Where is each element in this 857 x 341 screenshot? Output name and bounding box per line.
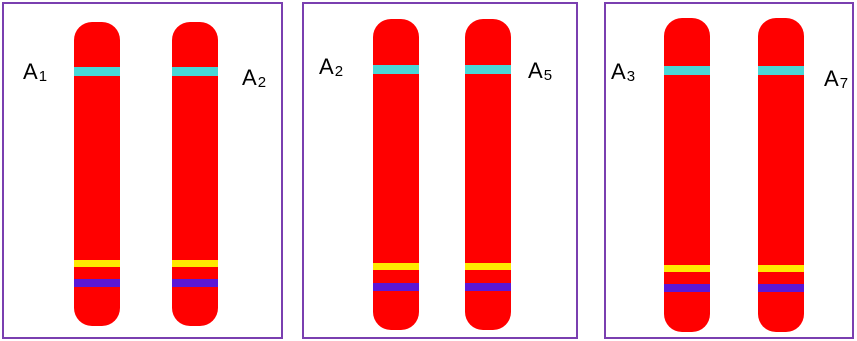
blue-band [758, 284, 804, 292]
chromosome-left [74, 22, 120, 326]
chromosome-right [172, 22, 218, 326]
chromosome-left [373, 19, 419, 330]
yellow-band [172, 260, 218, 267]
gene-locus-a-band [758, 66, 804, 75]
allele-label-left: A1 [23, 61, 47, 86]
yellow-band [758, 265, 804, 272]
gene-locus-a-band [664, 66, 710, 75]
gene-locus-a-band [373, 65, 419, 74]
chromosome-left [664, 18, 710, 332]
chromosome-pair-panel-1: A1 A2 [2, 2, 283, 339]
allele-label-left: A2 [319, 56, 343, 81]
chromosome-pair-panel-2: A2 A5 [302, 2, 578, 339]
allele-label-right: A2 [242, 67, 266, 92]
gene-locus-a-band [172, 67, 218, 76]
chromosome-right [758, 18, 804, 332]
chromosome-pair-panel-3: A3 A7 [604, 2, 854, 339]
chromosome-right [465, 19, 511, 330]
blue-band [465, 283, 511, 291]
yellow-band [373, 263, 419, 270]
yellow-band [465, 263, 511, 270]
blue-band [172, 279, 218, 287]
allele-label-right: A7 [824, 68, 848, 93]
blue-band [664, 284, 710, 292]
gene-locus-a-band [74, 67, 120, 76]
allele-label-left: A3 [611, 61, 635, 86]
blue-band [373, 283, 419, 291]
blue-band [74, 279, 120, 287]
allele-label-right: A5 [528, 60, 552, 85]
yellow-band [664, 265, 710, 272]
gene-locus-a-band [465, 65, 511, 74]
yellow-band [74, 260, 120, 267]
